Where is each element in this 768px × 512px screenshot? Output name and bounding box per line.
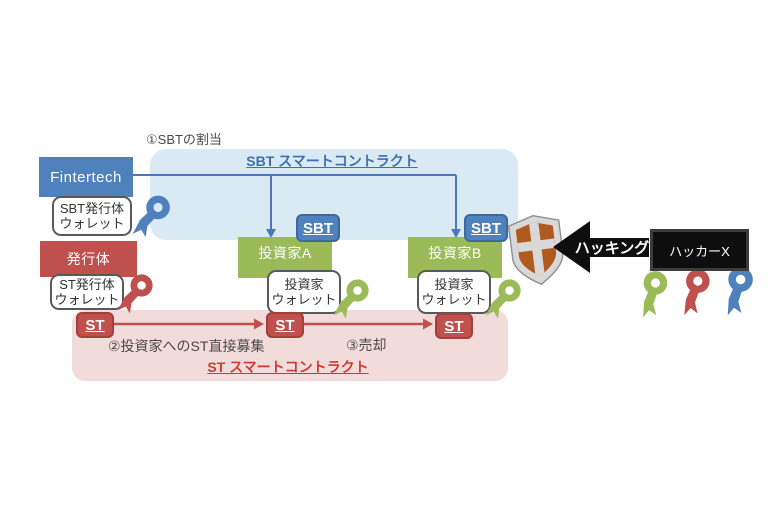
blue-key-icon	[727, 267, 753, 316]
st-issuer-wallet: ST発行体 ウォレット	[50, 274, 124, 310]
step3-sale-label: ③売却	[346, 337, 387, 353]
red-key-icon	[684, 269, 710, 316]
badge-text: SBT	[303, 219, 333, 237]
step2-st-offering-label: ②投資家へのST直接募集	[108, 338, 265, 354]
hacker-x-node: ハッカーX	[650, 229, 749, 271]
wallet-label-line1: 投資家	[434, 277, 474, 292]
wallet-label-line1: 投資家	[284, 277, 324, 292]
sbt-token-badge-a: SBT	[296, 214, 340, 242]
wallet-label-line2: ウォレット	[271, 292, 337, 307]
issuer-node: 発行体	[40, 241, 137, 277]
badge-text: ST	[85, 316, 105, 334]
hacking-arrow-shape	[553, 221, 649, 273]
wallet-label-line1: SBT発行体	[59, 201, 125, 216]
hacking-arrow-icon: ハッキング	[553, 221, 649, 274]
wallet-label-line1: ST発行体	[59, 277, 115, 292]
green-key-icon	[333, 279, 369, 319]
st-token-badge-investor-b: ST	[435, 313, 473, 339]
shield-icon	[507, 214, 564, 286]
sbt-smart-contract-title: SBT スマートコントラクト	[246, 153, 418, 169]
wallet-label-line2: ウォレット	[54, 292, 120, 307]
hacking-label: ハッキング	[574, 240, 650, 257]
badge-text: ST	[444, 317, 464, 335]
wallet-label-line2: ウォレット	[421, 292, 487, 307]
step1-sbt-allocation-label: ①SBTの割当	[146, 132, 222, 147]
st-token-badge-issuer: ST	[76, 312, 114, 338]
investor-a-wallet: 投資家 ウォレット	[267, 270, 341, 314]
badge-text: ST	[275, 316, 295, 334]
sbt-issuer-wallet: SBT発行体 ウォレット	[52, 196, 132, 236]
green-key-icon	[643, 271, 668, 318]
sbt-token-badge-b: SBT	[464, 214, 508, 242]
badge-text: SBT	[471, 219, 501, 237]
wallet-label-line2: ウォレット	[59, 216, 125, 231]
st-smart-contract-title: ST スマートコントラクト	[207, 359, 369, 375]
green-key-icon	[485, 279, 521, 319]
red-key-icon	[117, 274, 153, 314]
fintertech-node: Fintertech	[39, 157, 133, 197]
st-token-badge-investor-a: ST	[266, 312, 304, 338]
